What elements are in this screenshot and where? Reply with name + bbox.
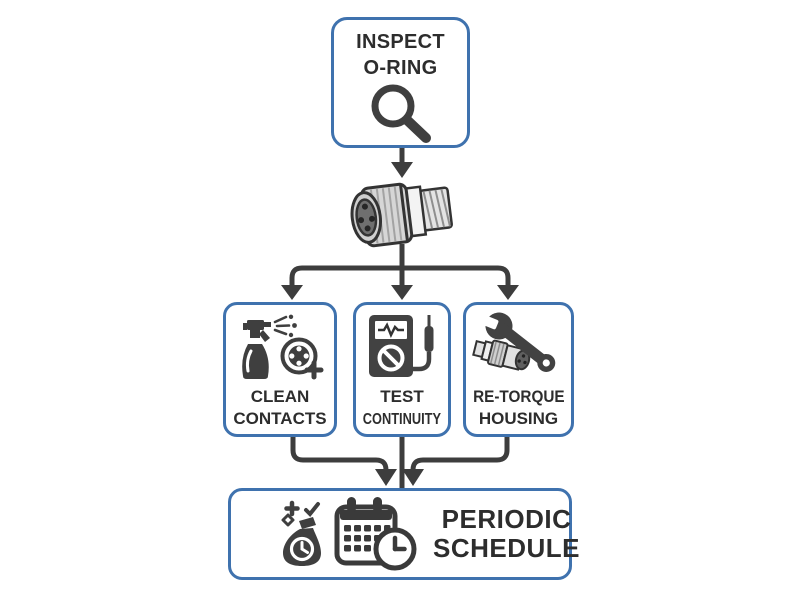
test-line1: TEST: [380, 387, 424, 406]
retorque-line1: RE-TORQUE: [472, 387, 565, 406]
test-continuity-label: TEST CONTINUITY: [353, 386, 451, 430]
clean-line1: CLEAN: [250, 387, 310, 406]
schedule-line1: PERIODIC: [441, 503, 572, 534]
node-retorque-housing: RE-TORQUE HOUSING: [463, 302, 574, 437]
node-clean-contacts: CLEAN CONTACTS: [223, 302, 337, 437]
retorque-line2: HOUSING: [478, 408, 559, 428]
calendar-clock-icon: [333, 495, 419, 573]
spray-bottle-contacts-icon: [233, 308, 327, 386]
retorque-housing-label: RE-TORQUE HOUSING: [468, 386, 570, 430]
periodic-schedule-label: PERIODIC SCHEDULE: [433, 503, 581, 563]
clean-line2: CONTACTS: [233, 408, 327, 428]
test-line2: CONTINUITY: [362, 410, 442, 428]
m12-connector-illustration: [348, 177, 458, 249]
node-inspect-oring: INSPECT O-RING: [331, 17, 470, 148]
node-periodic-schedule: PERIODIC SCHEDULE: [228, 488, 580, 580]
schedule-line2: SCHEDULE: [433, 533, 581, 563]
clean-contacts-label: CLEAN CONTACTS: [233, 386, 326, 430]
magnifier-icon: [364, 81, 438, 145]
inspect-line1: INSPECT: [356, 31, 445, 53]
bag-clock-sparkle-icon: [275, 500, 329, 568]
multimeter-probe-icon: [365, 308, 439, 386]
wrench-connector-icon: [469, 308, 569, 386]
inspect-oring-label: INSPECT O-RING: [356, 30, 445, 81]
node-test-continuity: TEST CONTINUITY: [353, 302, 451, 437]
inspect-line2: O-RING: [363, 56, 438, 79]
